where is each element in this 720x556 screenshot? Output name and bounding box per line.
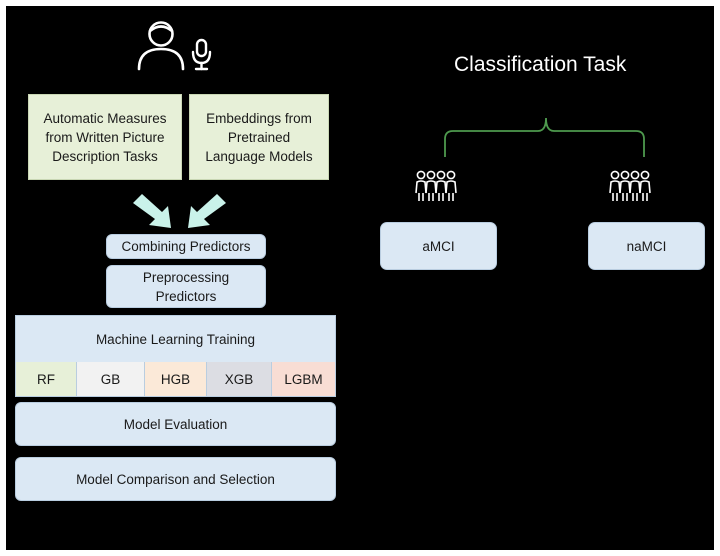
model-cell-gb: GB [77,362,145,396]
model-label-rf: RF [37,371,55,387]
model-cell-rf: RF [16,362,77,396]
arrow-right-input [188,194,226,228]
step-combining-predictors: Combining Predictors [106,234,266,259]
group-people-icon-namci [609,170,651,201]
step-evaluation-label: Model Evaluation [123,416,228,432]
class-label-namci: naMCI [626,238,667,254]
class-box-namci: naMCI [588,222,705,270]
model-cell-lgbm: LGBM [272,362,335,396]
input-embeddings: Embeddings from Pretrained Language Mode… [189,94,329,180]
input-automatic-measures: Automatic Measures from Written Picture … [28,94,182,180]
model-label-hgb: HGB [160,371,191,387]
model-cell-hgb: HGB [145,362,207,396]
step-preprocessing-label: Preprocessing Predictors [142,269,230,304]
model-label-lgbm: LGBM [284,371,323,387]
input-automatic-measures-label: Automatic Measures from Written Picture … [43,110,167,164]
step-model-comparison: Model Comparison and Selection [15,457,336,501]
input-embeddings-label: Embeddings from Pretrained Language Mode… [205,110,313,164]
step-model-evaluation: Model Evaluation [15,402,336,446]
model-cell-xgb: XGB [207,362,272,396]
step-training-label: Machine Learning Training [95,332,256,347]
arrow-left-input [133,194,171,228]
class-box-amci: aMCI [380,222,497,270]
model-label-gb: GB [100,371,121,387]
step-preprocessing-predictors: Preprocessing Predictors [106,265,266,308]
model-label-xgb: XGB [224,371,254,387]
step-combining-label: Combining Predictors [121,239,251,254]
class-label-amci: aMCI [422,238,455,254]
person-icon [137,21,185,71]
class-bracket [444,117,645,157]
group-people-icon-amci [415,170,457,201]
microphone-icon [191,38,212,71]
classification-title: Classification Task [454,53,627,76]
step-comparison-label: Model Comparison and Selection [76,471,275,487]
